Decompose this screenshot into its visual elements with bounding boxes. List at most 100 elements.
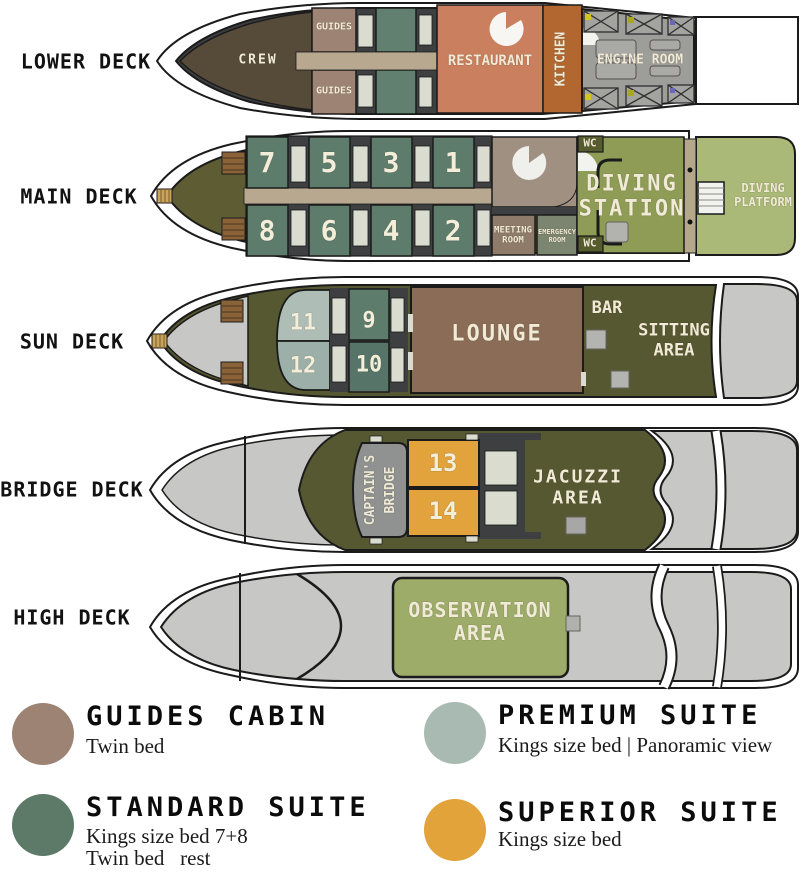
bathroom-unit [484, 490, 518, 526]
cabin-7-number: 7 [258, 145, 276, 179]
cabin-12-number: 12 [289, 353, 317, 379]
jacuzzi-area-label: JACUZZI AREA [533, 467, 623, 508]
lounge-door [408, 314, 413, 332]
deck-title-lower: LOWER DECK [20, 49, 152, 74]
bathroom-unit [484, 450, 518, 486]
bathroom-unit [357, 74, 374, 108]
kitchen-room [542, 4, 583, 114]
legend-swatch-superior-suite [424, 799, 486, 861]
meeting-room-line2: ROOM [502, 236, 524, 246]
diving-station-label: DIVING STATION [579, 172, 686, 223]
bar-label: BAR [591, 298, 623, 319]
legend-desc-superior-suite: Kings size bed [498, 827, 622, 851]
engine-blocks [595, 39, 681, 80]
legend-swatch-premium-suite [424, 702, 486, 764]
high-deck [148, 563, 799, 690]
wc-bottom-label: WC [583, 236, 597, 250]
cabin-7 [246, 136, 289, 189]
lower-stern-platform [693, 16, 799, 105]
cabin-13 [407, 439, 480, 488]
cabin-6 [308, 204, 351, 257]
cabin-4-number: 4 [382, 213, 400, 247]
kitchen-label: KITCHEN [553, 31, 569, 87]
legend-swatch-standard-suite [12, 794, 74, 856]
legend-item-premium-suite: PREMIUM SUITE Kings size bed | Panoramic… [424, 700, 801, 786]
cabin-2-number: 2 [444, 213, 462, 247]
legend-title-superior-suite: SUPERIOR SUITE [498, 797, 782, 828]
wall [525, 532, 541, 539]
bathroom-unit [331, 345, 347, 383]
legend-title-guides-cabin: GUIDES CABIN [86, 701, 330, 732]
bathroom-unit [390, 347, 405, 383]
deck-title-bridge: BRIDGE DECK [0, 477, 144, 502]
door-tab [369, 537, 383, 545]
diving-platform [695, 136, 796, 256]
deck-title-high: HIGH DECK [13, 605, 131, 630]
door-tab [465, 535, 479, 543]
cabin-14 [407, 488, 480, 537]
bathroom-unit [357, 14, 374, 48]
legend-desc-guides-cabin: Twin bed [86, 734, 165, 758]
bathroom-unit [331, 297, 347, 335]
deck-table [610, 370, 630, 389]
deck-title-sun: SUN DECK [19, 329, 125, 354]
wc-top [577, 135, 604, 153]
emergency-room-line2: ROOM [548, 236, 566, 244]
meeting-room-line1: MEETING [494, 225, 532, 236]
cabin-10 [348, 341, 390, 393]
cabin-8 [246, 204, 289, 257]
cabin-9-number: 9 [362, 308, 376, 334]
bathroom-unit [418, 14, 433, 46]
platform-stairs [697, 181, 725, 215]
cabin-10-number: 10 [355, 352, 383, 378]
captains-bridge [351, 442, 408, 538]
cabin-1 [432, 136, 475, 189]
station-partition [596, 158, 622, 188]
diving-platform-line1: DIVING [741, 181, 785, 196]
lounge-door [581, 372, 586, 386]
deck-title-main: MAIN DECK [20, 184, 138, 209]
jacuzzi-step [565, 516, 587, 535]
door-tab [465, 433, 479, 441]
cabin-3-number: 3 [382, 145, 400, 179]
bridge-deck [148, 427, 799, 553]
spiral-stairs-icon [512, 146, 547, 180]
stern-band [712, 430, 725, 550]
cabin-8-number: 8 [258, 213, 276, 247]
diving-platform-label: DIVING PLATFORM [734, 181, 792, 210]
diving-station-line2: STATION [578, 197, 686, 222]
diving-station [576, 136, 685, 254]
guides-top-label: GUIDES [315, 21, 353, 33]
labels-layer: LOWER DECK MAIN DECK SUN DECK BRIDGE DEC… [0, 21, 792, 645]
stairs-fan-icon [578, 151, 598, 171]
legend-item-standard-suite: STANDARD SUITE Kings size bed 7+8 Twin b… [12, 792, 412, 874]
station-locker [605, 221, 629, 243]
observation-area-label: OBSERVATION AREA [408, 599, 551, 645]
legend-item-superior-suite: SUPERIOR SUITE Kings size bed [424, 797, 801, 874]
sun-deck [145, 276, 799, 406]
sitting-area-line1: SITTING [638, 320, 710, 341]
legend-desc-standard-suite: Kings size bed 7+8 [86, 824, 248, 848]
cabin-12 [276, 340, 331, 391]
bow-ladders [151, 299, 244, 385]
cabin-4 [370, 204, 413, 257]
lounge-label: LOUNGE [451, 321, 543, 347]
gate-hinge [687, 167, 693, 173]
wc-bottom [577, 235, 604, 253]
gate-hinge [687, 219, 693, 225]
sitting-area-label: SITTING AREA [638, 321, 710, 360]
ship-decks-svg [145, 1, 799, 690]
cabin-3 [370, 136, 413, 189]
cabin-2 [432, 204, 475, 257]
wall [525, 433, 541, 440]
observation-area-line2: AREA [453, 621, 507, 645]
legend-desc2-standard-suite: Twin bed rest [86, 846, 211, 871]
captains-bridge-line2: BRIDGE [383, 466, 398, 514]
hazard-dots [585, 14, 675, 100]
spiral-stairs-icon [489, 12, 524, 46]
cabin-6-number: 6 [320, 213, 338, 247]
jacuzzi-area-line1: JACUZZI [533, 466, 623, 488]
emergency-room [536, 214, 578, 256]
sun-stern-deck [719, 283, 798, 399]
stern-wave-band [652, 564, 676, 689]
